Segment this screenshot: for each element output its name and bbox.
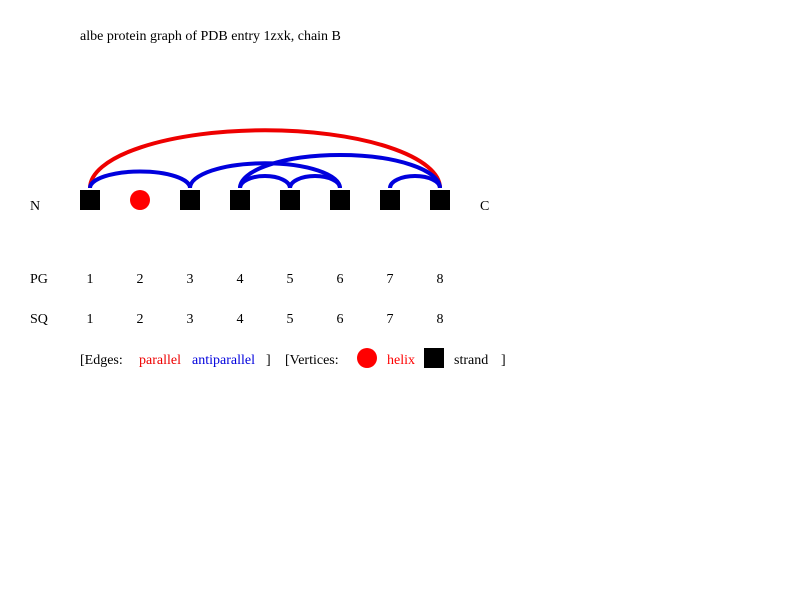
sq-number-7: 7 — [387, 312, 394, 327]
c-terminus-label: C — [480, 199, 489, 214]
strand-vertex-4 — [230, 190, 250, 210]
pg-number-5: 5 — [287, 272, 294, 287]
vertices-layer — [80, 190, 450, 210]
legend-helix-label: helix — [387, 353, 415, 368]
sq-number-4: 4 — [237, 312, 244, 327]
pg-number-1: 1 — [87, 272, 94, 287]
legend-edges-open: [Edges: — [80, 353, 123, 368]
helix-legend-icon — [357, 348, 377, 368]
sq-number-row: 1 2 3 4 5 6 7 8 — [87, 312, 444, 327]
pg-number-8: 8 — [437, 272, 444, 287]
sq-number-6: 6 — [337, 312, 344, 327]
n-terminus-label: N — [30, 199, 40, 214]
parallel-edge-1-8 — [88, 128, 442, 189]
legend: [Edges: parallel antiparallel ] [Vertice… — [80, 348, 506, 368]
pg-row-label: PG — [30, 272, 48, 287]
legend-edges-close: ] — [266, 353, 271, 368]
helix-vertex-2 — [130, 190, 150, 210]
pg-number-3: 3 — [187, 272, 194, 287]
legend-parallel-label: parallel — [139, 353, 181, 368]
strand-legend-icon — [424, 348, 444, 368]
sq-number-1: 1 — [87, 312, 94, 327]
antiparallel-edge-1-3 — [88, 169, 192, 189]
pg-number-6: 6 — [337, 272, 344, 287]
edges-layer — [88, 128, 442, 189]
legend-vertices-open: [Vertices: — [285, 353, 339, 368]
antiparallel-edge-5-6 — [288, 174, 342, 189]
antiparallel-edge-3-6 — [188, 161, 342, 189]
pg-number-4: 4 — [237, 272, 244, 287]
strand-vertex-7 — [380, 190, 400, 210]
strand-vertex-5 — [280, 190, 300, 210]
antiparallel-edge-4-8 — [238, 153, 442, 189]
sq-number-8: 8 — [437, 312, 444, 327]
antiparallel-edge-7-8 — [388, 174, 442, 189]
graph-title: albe protein graph of PDB entry 1zxk, ch… — [80, 29, 341, 44]
strand-vertex-8 — [430, 190, 450, 210]
strand-vertex-6 — [330, 190, 350, 210]
pg-number-row: 1 2 3 4 5 6 7 8 — [87, 272, 444, 287]
antiparallel-edge-4-5 — [238, 174, 292, 189]
sq-number-3: 3 — [187, 312, 194, 327]
sq-number-5: 5 — [287, 312, 294, 327]
strand-vertex-3 — [180, 190, 200, 210]
sq-row-label: SQ — [30, 312, 48, 327]
legend-antiparallel-label: antiparallel — [192, 353, 255, 368]
sq-number-2: 2 — [137, 312, 144, 327]
legend-strand-label: strand — [454, 353, 488, 368]
pg-number-2: 2 — [137, 272, 144, 287]
strand-vertex-1 — [80, 190, 100, 210]
pg-number-7: 7 — [387, 272, 394, 287]
legend-vertices-close: ] — [501, 353, 506, 368]
